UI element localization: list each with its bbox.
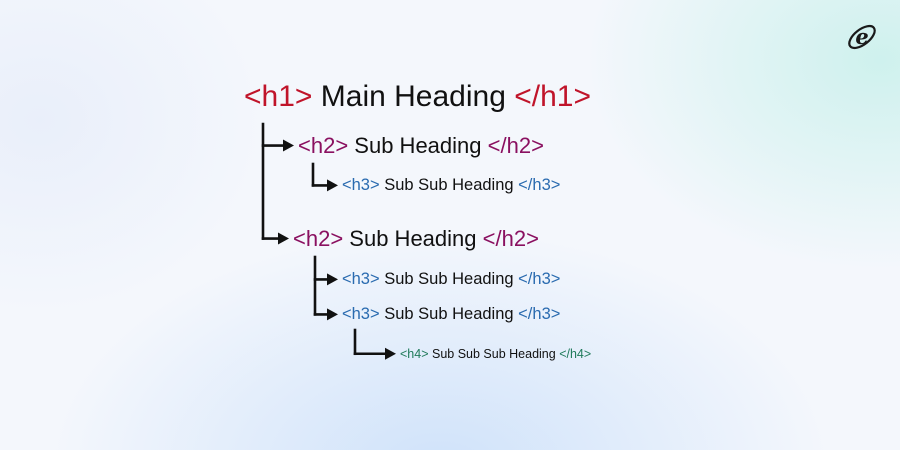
- arrow-head-icon: [327, 273, 338, 286]
- h2-open-tag: <h2>: [298, 132, 349, 158]
- h3-close-tag: </h3>: [518, 305, 561, 324]
- h2-close-tag: </h2>: [482, 225, 539, 251]
- h3-label: Sub Sub Heading: [384, 270, 514, 289]
- node-h1-main-heading: <h1> Main Heading </h1>: [244, 82, 591, 112]
- arrow-head-icon: [327, 179, 338, 192]
- node-h4-sub-sub-sub-heading: <h4> Sub Sub Sub Heading </h4>: [400, 348, 591, 361]
- h4-label: Sub Sub Sub Heading: [432, 346, 556, 361]
- h3-label: Sub Sub Heading: [384, 176, 514, 195]
- arrow-head-icon: [385, 347, 396, 360]
- node-h3-sub-sub-heading-3: <h3> Sub Sub Heading </h3>: [342, 306, 560, 323]
- h1-open-tag: <h1>: [244, 80, 313, 114]
- h3-open-tag: <h3>: [342, 305, 380, 324]
- h3-open-tag: <h3>: [342, 176, 380, 195]
- h3-open-tag: <h3>: [342, 270, 380, 289]
- h2-label: Sub Heading: [349, 225, 477, 251]
- h1-close-tag: </h1>: [514, 80, 591, 114]
- node-h3-sub-sub-heading-2: <h3> Sub Sub Heading </h3>: [342, 271, 560, 288]
- h3-close-tag: </h3>: [518, 270, 561, 289]
- node-h3-sub-sub-heading-1: <h3> Sub Sub Heading </h3>: [342, 177, 560, 194]
- arrow-head-icon: [283, 139, 294, 152]
- node-h2-sub-heading-1: <h2> Sub Heading </h2>: [298, 132, 544, 158]
- brand-e-logo-icon: e: [848, 24, 876, 50]
- node-h2-sub-heading-2: <h2> Sub Heading </h2>: [293, 225, 539, 251]
- h1-label: Main Heading: [320, 80, 506, 114]
- h4-open-tag: <h4>: [400, 346, 429, 361]
- logo-letter: e: [855, 24, 868, 49]
- arrow-head-icon: [327, 308, 338, 321]
- h2-label: Sub Heading: [354, 132, 482, 158]
- arrow-head-icon: [278, 232, 289, 245]
- h3-close-tag: </h3>: [518, 176, 561, 195]
- h4-close-tag: </h4>: [559, 346, 592, 361]
- h2-close-tag: </h2>: [487, 132, 544, 158]
- h3-label: Sub Sub Heading: [384, 305, 514, 324]
- h2-open-tag: <h2>: [293, 225, 344, 251]
